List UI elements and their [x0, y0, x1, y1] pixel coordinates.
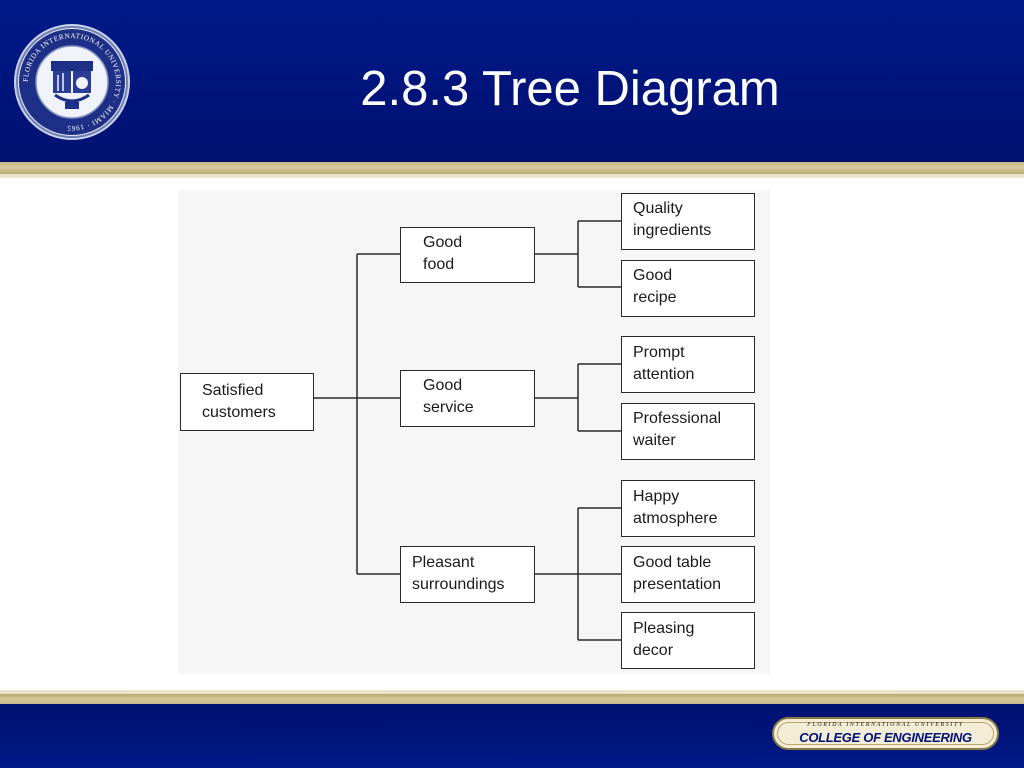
- node-label-line2: attention: [633, 366, 695, 383]
- node-label-line1: Happy: [633, 488, 680, 505]
- node-label-line1: Good: [633, 267, 673, 284]
- footer-light-stripe: [0, 690, 1024, 694]
- node-good-recipe: Good recipe: [621, 260, 755, 317]
- node-label-line1: Good: [423, 234, 463, 251]
- node-label-line2: ingredients: [633, 222, 712, 239]
- slide-title: 2.8.3 Tree Diagram: [360, 62, 780, 116]
- node-label-line1: Good: [423, 377, 463, 394]
- node-label-line1: Quality: [633, 200, 683, 217]
- node-label-line2: presentation: [633, 576, 722, 593]
- node-label-line1: Pleasing: [633, 620, 695, 637]
- node-label-line2: customers: [202, 404, 276, 421]
- slide-header: [0, 0, 1024, 162]
- node-label-line2: surroundings: [412, 576, 505, 593]
- header-gold-stripe: [0, 162, 1024, 174]
- node-good-service: Good service: [400, 370, 535, 427]
- node-label-line1: Good table: [633, 554, 712, 571]
- node-happy-atmosphere: Happy atmosphere: [621, 480, 755, 537]
- footer-gold-stripe: [0, 694, 1024, 704]
- node-label-line2: service: [423, 399, 474, 416]
- university-seal-icon: FLORIDA INTERNATIONAL UNIVERSITY · MIAMI…: [13, 23, 131, 141]
- node-label-line2: decor: [633, 642, 674, 659]
- node-label-line1: Professional: [633, 410, 722, 427]
- node-professional-waiter: Professional waiter: [621, 403, 755, 460]
- badge-university-name: FLORIDA INTERNATIONAL UNIVERSITY: [807, 722, 964, 728]
- node-pleasant-surroundings: Pleasant surroundings: [400, 546, 535, 603]
- node-good-food: Good food: [400, 227, 535, 283]
- node-label-line1: Pleasant: [412, 554, 475, 571]
- node-good-table-presentation: Good table presentation: [621, 546, 755, 603]
- node-quality-ingredients: Quality ingredients: [621, 193, 755, 250]
- node-label-line1: Prompt: [633, 344, 685, 361]
- node-prompt-attention: Prompt attention: [621, 336, 755, 393]
- node-label-line2: food: [423, 256, 455, 273]
- badge-college-name: COLLEGE OF ENGINEERING: [799, 730, 972, 745]
- node-label-line1: Satisfied: [202, 382, 264, 399]
- node-label-line2: atmosphere: [633, 510, 718, 527]
- node-label-line2: recipe: [633, 289, 677, 306]
- node-pleasing-decor: Pleasing decor: [621, 612, 755, 669]
- badge-border: [777, 722, 994, 745]
- header-light-stripe: [0, 174, 1024, 178]
- node-satisfied-customers: Satisfied customers: [180, 373, 314, 431]
- college-badge: FLORIDA INTERNATIONAL UNIVERSITY COLLEGE…: [772, 717, 999, 750]
- node-label-line2: waiter: [633, 432, 676, 449]
